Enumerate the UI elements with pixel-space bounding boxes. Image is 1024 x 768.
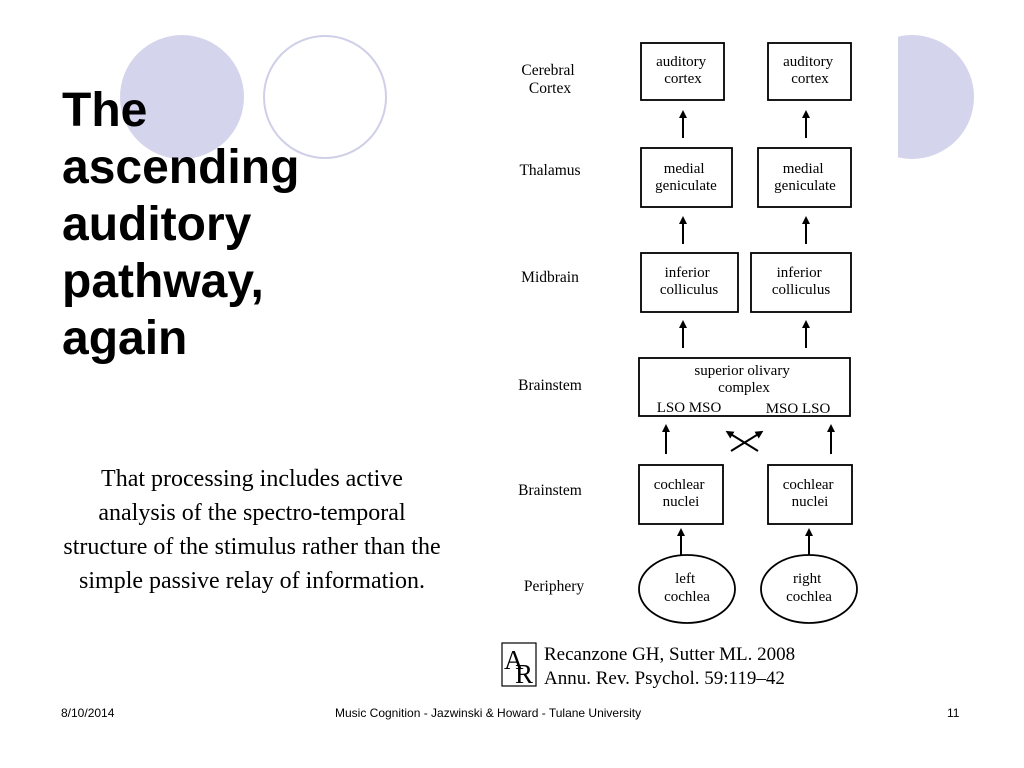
title-line: ascending — [62, 141, 300, 194]
footer-page-number: 11 — [947, 706, 960, 720]
label-medial-geniculate-right: medial geniculate — [774, 161, 836, 194]
label-auditory-cortex-left: auditory cortex — [656, 54, 710, 87]
title-line: again — [62, 312, 188, 365]
svg-text:A: A — [504, 645, 524, 675]
citation-line-2: Annu. Rev. Psychol. 59:119–42 — [544, 668, 785, 689]
box-superior-olivary-complex — [638, 357, 851, 417]
slide-body-text: That processing includes active analysis… — [63, 466, 441, 594]
level-label-thalamus: Thalamus — [519, 162, 580, 179]
footer-center-text: Music Cognition - Jazwinski & Howard - T… — [335, 706, 642, 720]
svg-text:R: R — [515, 659, 533, 689]
ellipse-left-cochlea — [638, 554, 736, 624]
level-label-brainstem-lower: Brainstem — [518, 482, 582, 499]
ellipse-right-cochlea — [760, 554, 858, 624]
label-right-cochlea: right cochlea — [786, 571, 832, 605]
title-line: auditory — [62, 198, 252, 251]
label-soc-right-nuclei: MSO LSO — [766, 401, 831, 417]
auditory-pathway-diagram: Cerebral Cortex Thalamus Midbrain Brains… — [488, 30, 898, 630]
label-cochlear-nuclei-left: cochlear nuclei — [654, 477, 709, 510]
box-inferior-colliculus-right — [750, 252, 852, 313]
arrow-cross-right-to-left — [725, 430, 759, 452]
level-label-cortex: Cerebral Cortex — [521, 62, 578, 97]
title-line: pathway, — [62, 255, 264, 308]
label-cochlear-nuclei-right: cochlear nuclei — [783, 477, 838, 510]
arrow-cross-left-to-right — [730, 430, 764, 452]
level-label-cortex-line2: Cortex — [529, 80, 571, 97]
title-line: The — [62, 84, 148, 137]
decor-circle-filled-1 — [120, 35, 244, 159]
level-label-cortex-line1: Cerebral — [521, 62, 574, 79]
label-left-cochlea: left cochlea — [664, 571, 710, 605]
box-inferior-colliculus-left — [640, 252, 739, 313]
annual-reviews-logo: A R — [501, 642, 537, 689]
level-label-midbrain: Midbrain — [521, 269, 579, 286]
box-cochlear-nuclei-right — [767, 464, 853, 525]
slide-title: The ascending auditory pathway, again — [62, 82, 392, 367]
citation: A R Recanzone GH, Sutter ML. 2008 Annu. … — [501, 642, 795, 689]
label-inferior-colliculus-right: inferior colliculus — [772, 265, 830, 298]
box-auditory-cortex-left — [640, 42, 725, 101]
citation-line-1: Recanzone GH, Sutter ML. 2008 — [544, 644, 795, 665]
label-medial-geniculate-left: medial geniculate — [655, 161, 717, 194]
box-medial-geniculate-left — [640, 147, 733, 208]
label-auditory-cortex-right: auditory cortex — [783, 54, 837, 87]
label-inferior-colliculus-left: inferior colliculus — [660, 265, 718, 298]
box-cochlear-nuclei-left — [638, 464, 724, 525]
decor-circle-outline-1 — [263, 35, 387, 159]
label-soc-left-nuclei: LSO MSO — [657, 400, 722, 416]
level-label-brainstem-upper: Brainstem — [518, 377, 582, 394]
pathway-svg: Cerebral Cortex Thalamus Midbrain Brains… — [518, 42, 858, 624]
label-superior-olivary-complex: superior olivary complex — [694, 363, 793, 396]
footer-date: 8/10/2014 — [61, 706, 115, 720]
level-label-periphery: Periphery — [524, 578, 585, 595]
box-auditory-cortex-right — [767, 42, 852, 101]
box-medial-geniculate-right — [757, 147, 852, 208]
